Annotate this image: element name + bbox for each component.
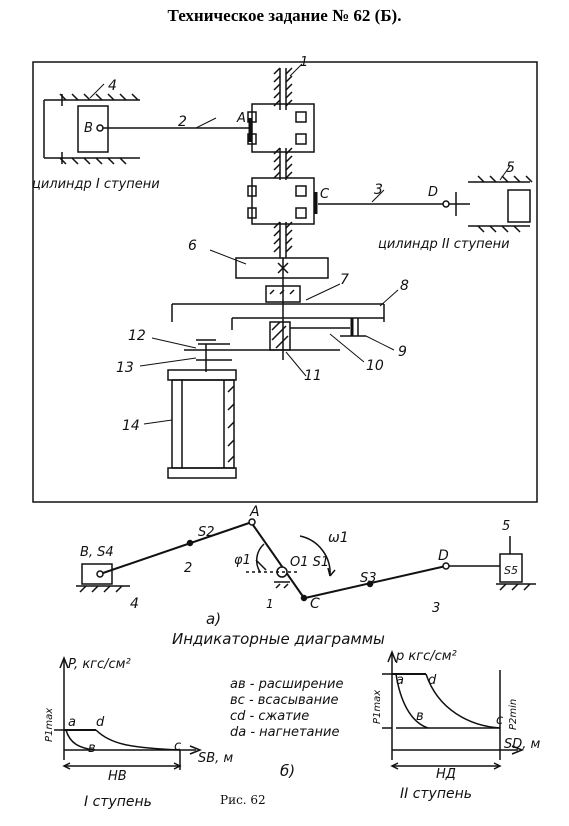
stage1-caption: I ступень	[84, 794, 152, 810]
callout-11: 11	[304, 368, 322, 384]
label-omega1: ω1	[328, 530, 349, 546]
label-o1-s1: O1 S1	[290, 555, 329, 570]
callout-13: 13	[116, 360, 134, 376]
callout-7: 7	[340, 272, 349, 288]
rotor-block-6	[235, 257, 329, 303]
cylinder-stage-2	[318, 175, 533, 233]
callout-numbers: 1 2 3 4 5 6 7 8 9 10 11 12 13 14	[108, 55, 515, 434]
stage2-y-axis: p кгс/см²	[395, 649, 457, 664]
label-c: C	[310, 596, 320, 612]
figure-caption: Рис. 62	[220, 793, 266, 807]
diagram-stage-1	[54, 655, 203, 770]
callout-8: 8	[400, 278, 409, 294]
crosshead-c	[247, 177, 318, 225]
legend-da: dа - нагнетание	[230, 725, 339, 740]
stage2-point-b: в	[416, 709, 424, 724]
label-d: D	[438, 548, 449, 564]
stage1-point-c: c	[174, 739, 181, 754]
legend-ab: ав - расширение	[230, 677, 344, 692]
legend-bc: вс - всасывание	[230, 693, 339, 708]
stage2-pmax: P1max	[372, 690, 383, 724]
callout-5: 5	[506, 160, 515, 176]
label-phi1: φ1	[234, 553, 251, 568]
gear-train	[171, 303, 385, 372]
stage2-point-d: d	[428, 673, 437, 688]
stage1-pmax: P1max	[44, 708, 55, 742]
crosshead-a	[247, 103, 315, 153]
mechanism-scheme	[76, 518, 536, 602]
stage1-point-a: a	[68, 715, 76, 730]
stage2-pmin: P2min	[508, 699, 519, 730]
point-d: D	[428, 185, 438, 200]
label-a: A	[249, 504, 260, 520]
label-3: 3	[432, 601, 440, 616]
legend: ав - расширение вс - всасывание cd - сжа…	[230, 677, 344, 740]
stage2-stroke: HД	[436, 767, 456, 782]
callout-4: 4	[108, 78, 117, 94]
callout-3: 3	[374, 182, 383, 198]
label-5: 5	[502, 519, 510, 534]
callout-2: 2	[178, 114, 187, 130]
diagram-stage-2	[382, 649, 525, 770]
label-4: 4	[130, 596, 139, 612]
stage1-y-axis: P, кгс/см²	[68, 657, 131, 672]
stage2-x-axis: SD, м	[504, 737, 541, 752]
label-s3: S3	[360, 571, 377, 586]
callout-9: 9	[398, 344, 407, 360]
page-title: Техническое задание № 62 (Б).	[167, 6, 402, 25]
label-2: 2	[184, 561, 192, 576]
callout-6: 6	[188, 238, 197, 254]
stage1-x-axis: SB, м	[198, 751, 233, 766]
stage2-caption: II ступень	[400, 786, 472, 802]
cylinder-2-label: цилиндр II ступени	[378, 237, 510, 252]
stage2-point-c: c	[496, 713, 503, 728]
legend-cd: cd - сжатие	[230, 709, 309, 724]
label-b-s4: B, S4	[80, 545, 114, 560]
label-1: 1	[266, 597, 274, 611]
callout-12: 12	[128, 328, 146, 344]
stage1-stroke: HB	[108, 769, 127, 784]
point-b: B	[84, 121, 93, 136]
cylinder-stage-1	[43, 93, 250, 165]
label-s5: S5	[504, 564, 518, 577]
sublabel-b: б)	[280, 762, 295, 780]
point-c: C	[320, 187, 330, 202]
diagram-stage-2-labels: p кгс/см² P1max P2min SD, м HД II ступен…	[372, 649, 541, 802]
sublabel-a: а)	[206, 610, 221, 628]
callout-10: 10	[366, 358, 384, 374]
callout-14: 14	[122, 418, 140, 434]
leader-lines	[89, 63, 511, 425]
scheme-point-labels: A B C D цилиндр I ступени цилиндр II сту…	[32, 111, 510, 252]
diagrams-heading: Индикаторные диаграммы	[172, 630, 385, 648]
stage2-point-a: a	[396, 673, 404, 688]
point-a: A	[236, 111, 246, 126]
motor-14	[167, 369, 237, 479]
stage1-point-b: в	[88, 741, 96, 756]
scheme-frame	[32, 61, 538, 503]
stage1-point-d: d	[96, 715, 105, 730]
callout-1: 1	[300, 55, 308, 70]
cylinder-1-label: цилиндр I ступени	[32, 177, 160, 192]
mechanism-labels: B, S4 S2 A φ1 O1 S1 ω1 S3 D C 5 4 2 1 3 …	[80, 504, 518, 628]
diagram-stage-1-labels: P, кгс/см² P1max SB, м HB I ступень a d …	[44, 657, 233, 810]
central-guide	[273, 67, 293, 360]
label-s2: S2	[198, 525, 215, 540]
